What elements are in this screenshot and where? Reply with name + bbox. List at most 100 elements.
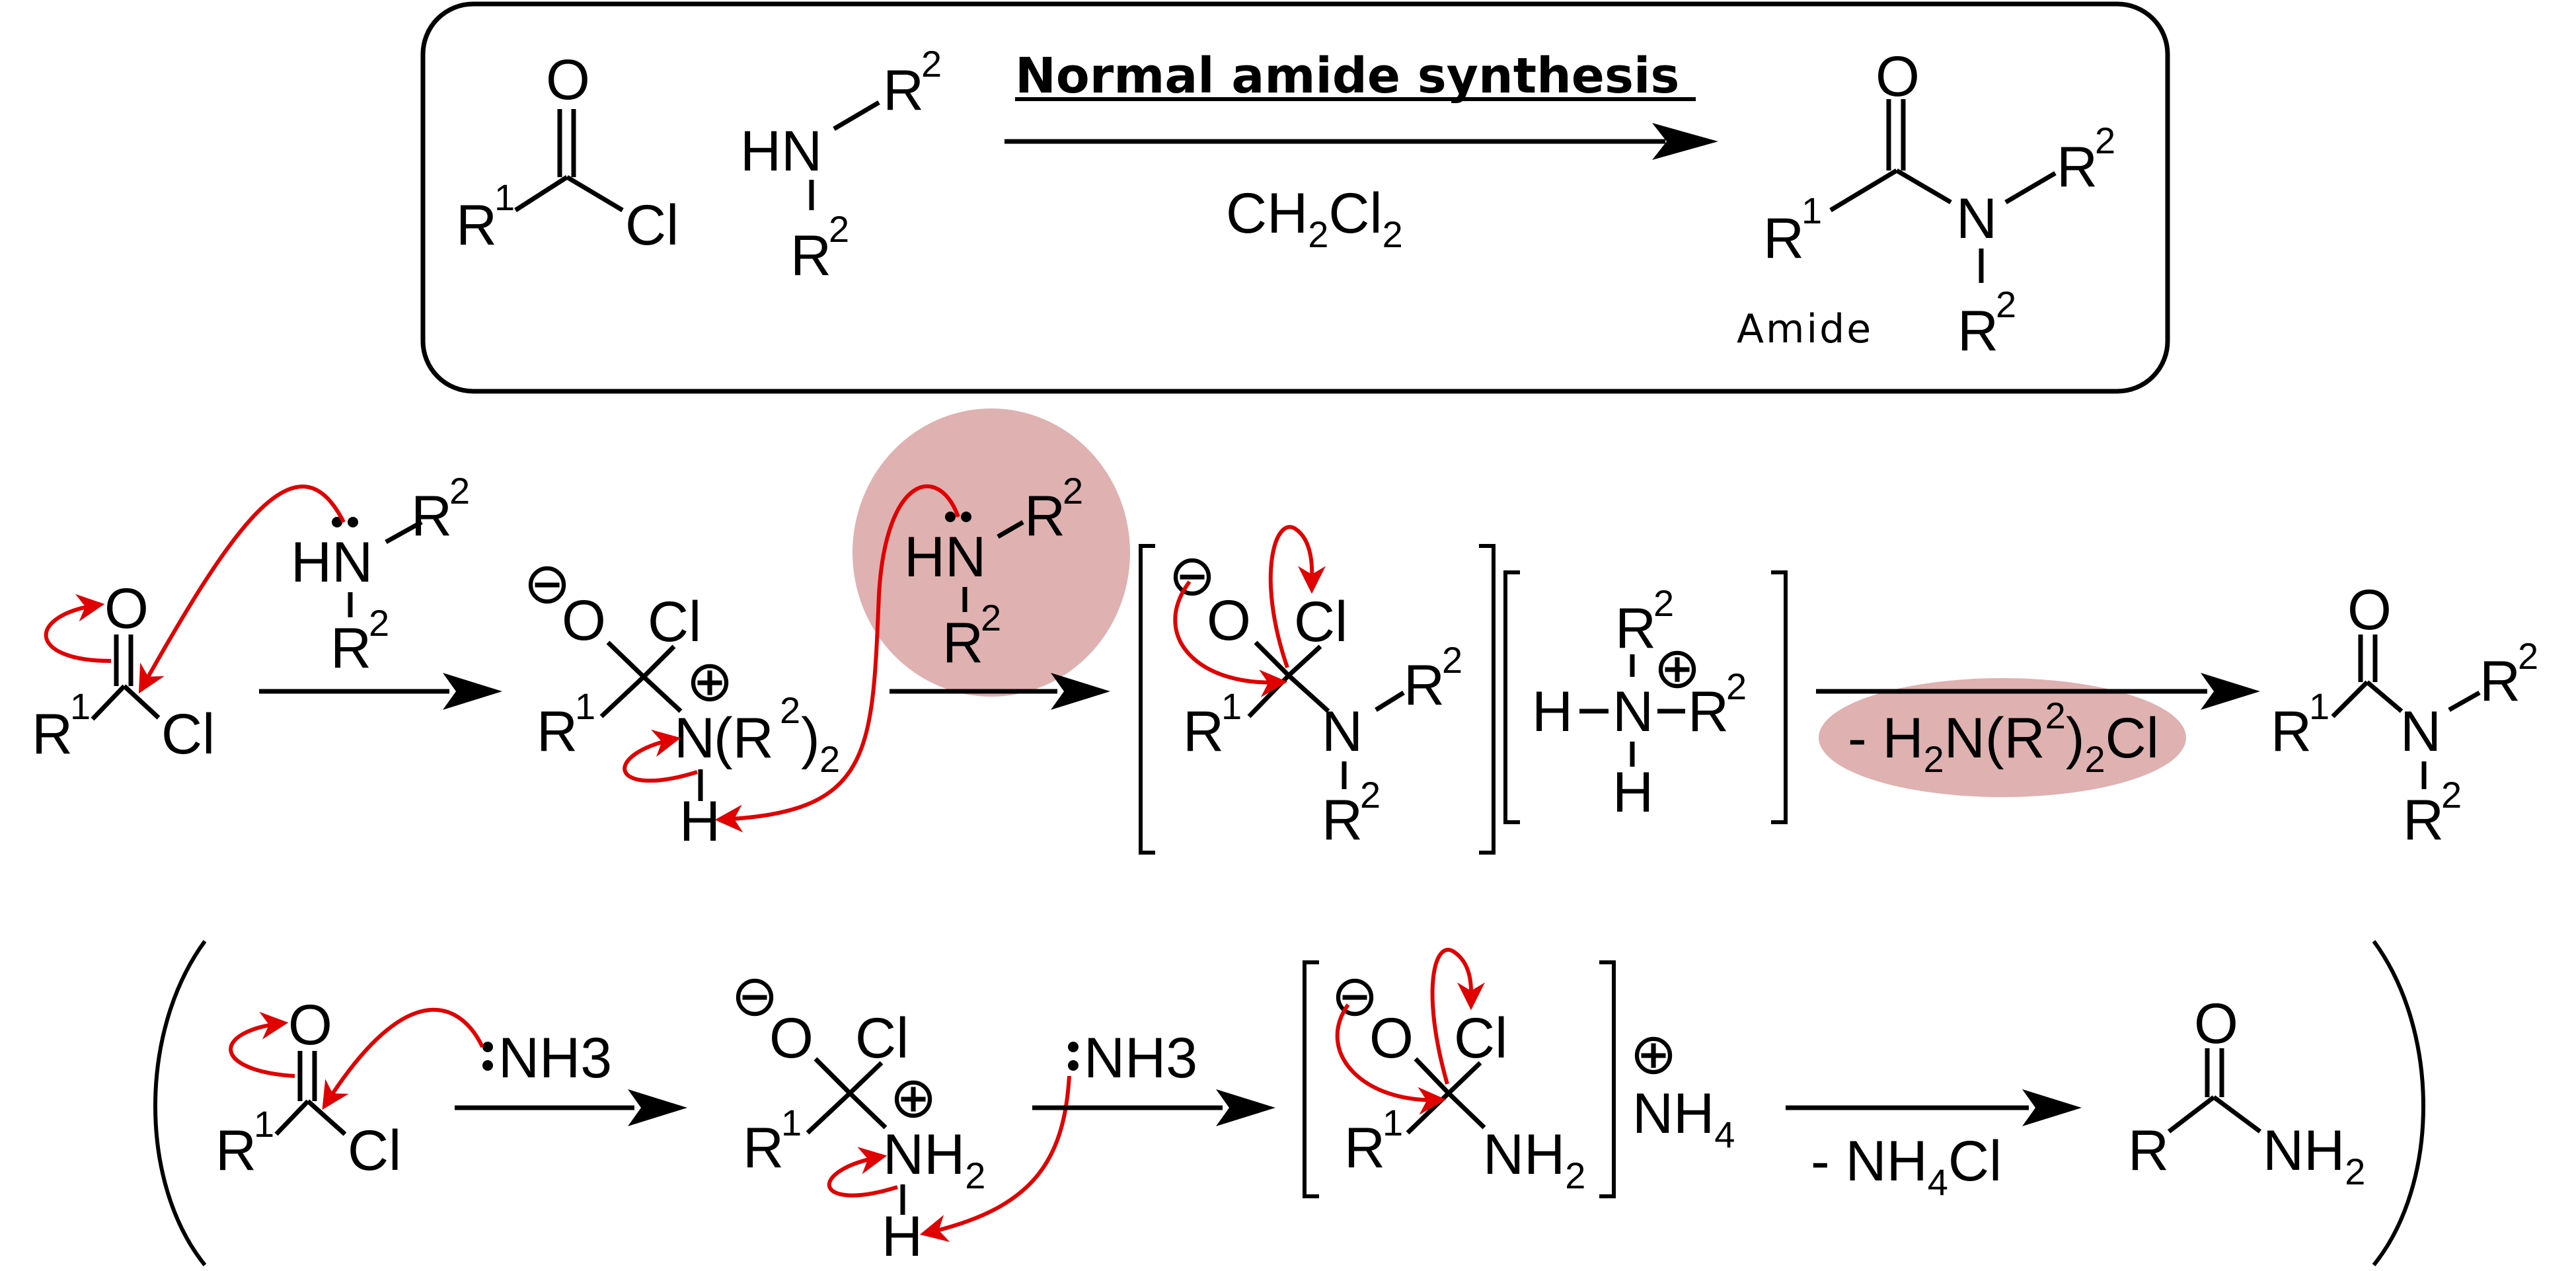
svg-text:Cl: Cl (161, 703, 215, 766)
svg-text:R: R (1688, 680, 1729, 744)
row2-open-paren (153, 940, 207, 1266)
row1-amide-product: R 1 O N R 2 R 2 (2271, 578, 2538, 852)
svg-text:O: O (1369, 1007, 1414, 1070)
label-o: O (1875, 45, 1920, 108)
svg-text:(R: (R (714, 707, 774, 770)
svg-text:HN: HN (904, 525, 986, 589)
curved-arrow (138, 484, 346, 694)
label-r: R (1957, 299, 1998, 363)
svg-text:1: 1 (1383, 1102, 1403, 1143)
sup-2: 2 (2095, 120, 2115, 161)
svg-text:2: 2 (780, 689, 800, 731)
svg-text:R: R (2271, 700, 2312, 763)
svg-text:1: 1 (70, 685, 91, 727)
svg-text:2: 2 (369, 602, 389, 644)
svg-text:1: 1 (254, 1103, 274, 1145)
svg-text:2: 2 (1442, 639, 1462, 681)
row2-tetrahedral: ⊖ O Cl R 1 ⊕ NH2 H (731, 964, 985, 1268)
svg-text:2: 2 (819, 738, 840, 780)
svg-text:2: 2 (2518, 635, 2538, 677)
svg-text:R: R (2403, 789, 2444, 852)
svg-text:R: R (32, 703, 73, 766)
amide-caption: Amide (1737, 306, 1873, 352)
svg-text:R: R (411, 484, 452, 548)
svg-text:Cl: Cl (648, 590, 701, 654)
label-hn: HN (740, 120, 822, 183)
row1-amine-base: HN R 2 R 2 (904, 470, 1083, 675)
row1-byproduct: - H2N(R2)2Cl (1848, 695, 2159, 780)
row2-close-paren (2372, 940, 2425, 1266)
svg-text:2: 2 (1653, 582, 1674, 624)
svg-text:⊖: ⊖ (1168, 544, 1216, 607)
svg-text:Cl: Cl (1294, 590, 1347, 654)
acyl-chloride: R 1 O Cl (456, 48, 679, 257)
highlight-amine (852, 408, 1130, 697)
curved-arrow (623, 729, 698, 783)
svg-text:H: H (679, 790, 720, 853)
svg-text:1: 1 (575, 685, 595, 727)
svg-text:⊕: ⊕ (890, 1066, 937, 1130)
reaction-title: Normal amide synthesis (1015, 48, 1679, 104)
curved-arrow (714, 484, 960, 833)
svg-text:⊕: ⊕ (686, 650, 734, 713)
arrowhead (1652, 123, 1718, 160)
label-n: N (1956, 187, 1997, 250)
curved-arrow (322, 1007, 484, 1110)
svg-text:O: O (2347, 578, 2392, 642)
svg-text:⊕: ⊕ (1653, 636, 1701, 700)
svg-text:O: O (1207, 589, 1251, 652)
curved-arrow (827, 1147, 898, 1198)
svg-text:NH3: NH3 (498, 1026, 612, 1090)
svg-text:H: H (1532, 680, 1573, 744)
label-cl: Cl (625, 194, 679, 257)
svg-text:2: 2 (449, 470, 470, 512)
curved-arrow (1335, 1003, 1447, 1115)
highlight-byproduct (1819, 678, 2186, 797)
row2-acyl-chloride: R 1 O Cl (215, 993, 401, 1182)
curved-arrow (44, 594, 112, 663)
curved-arrow (229, 1011, 295, 1078)
curved-arrow (1430, 948, 1486, 1085)
svg-text:2: 2 (981, 597, 1001, 638)
sup-1: 1 (494, 176, 515, 218)
svg-text:2: 2 (1360, 774, 1381, 816)
svg-text:⊖: ⊖ (731, 964, 778, 1028)
svg-text:H: H (882, 1205, 923, 1268)
sup-2: 2 (921, 43, 942, 85)
row1-bracket-intermediate: ⊖ O Cl R 1 N R 2 R 2 (1139, 544, 1496, 855)
svg-text:⊖: ⊖ (1331, 964, 1379, 1028)
svg-text:R: R (1183, 700, 1224, 763)
secondary-amine: HN R 2 R 2 (740, 43, 942, 288)
svg-text:NH4: NH4 (1632, 1082, 1735, 1155)
label-r: R (456, 194, 497, 257)
row2-bracket-intermediate: ⊖ O Cl R 1 NH2 (1303, 960, 1616, 1198)
svg-text:1: 1 (781, 1102, 802, 1143)
summary-box (420, 1, 2170, 394)
svg-text:2: 2 (2441, 774, 2462, 816)
svg-text:Cl: Cl (855, 1007, 909, 1070)
label-r: R (883, 59, 924, 122)
svg-text:R: R (1615, 597, 1656, 660)
svg-text:R: R (743, 1116, 784, 1180)
svg-text:⊕: ⊕ (1630, 1022, 1677, 1086)
svg-text:H: H (1612, 761, 1653, 824)
label-r: R (1763, 207, 1804, 270)
sup-2: 2 (1996, 284, 2016, 325)
svg-text:R: R (1322, 789, 1363, 852)
svg-text:N: N (674, 707, 715, 770)
label-r: R (790, 224, 831, 288)
svg-text:NH2: NH2 (883, 1123, 985, 1196)
svg-text:R: R (1344, 1116, 1385, 1180)
svg-text:N: N (1612, 680, 1653, 744)
amide-product: R 1 O N R 2 R 2 Amide (1737, 45, 2115, 363)
svg-text:2: 2 (1063, 470, 1083, 512)
svg-text:): ) (801, 707, 820, 770)
row1-bracket-ammonium: R 2 ⊕ H N R 2 H (1503, 570, 1788, 824)
svg-text:2: 2 (1726, 666, 1747, 707)
svg-text:1: 1 (2309, 685, 2330, 727)
solvent-label: CH2Cl2 (1226, 182, 1403, 255)
svg-text:R: R (2128, 1119, 2169, 1182)
svg-text:N: N (1322, 700, 1363, 763)
